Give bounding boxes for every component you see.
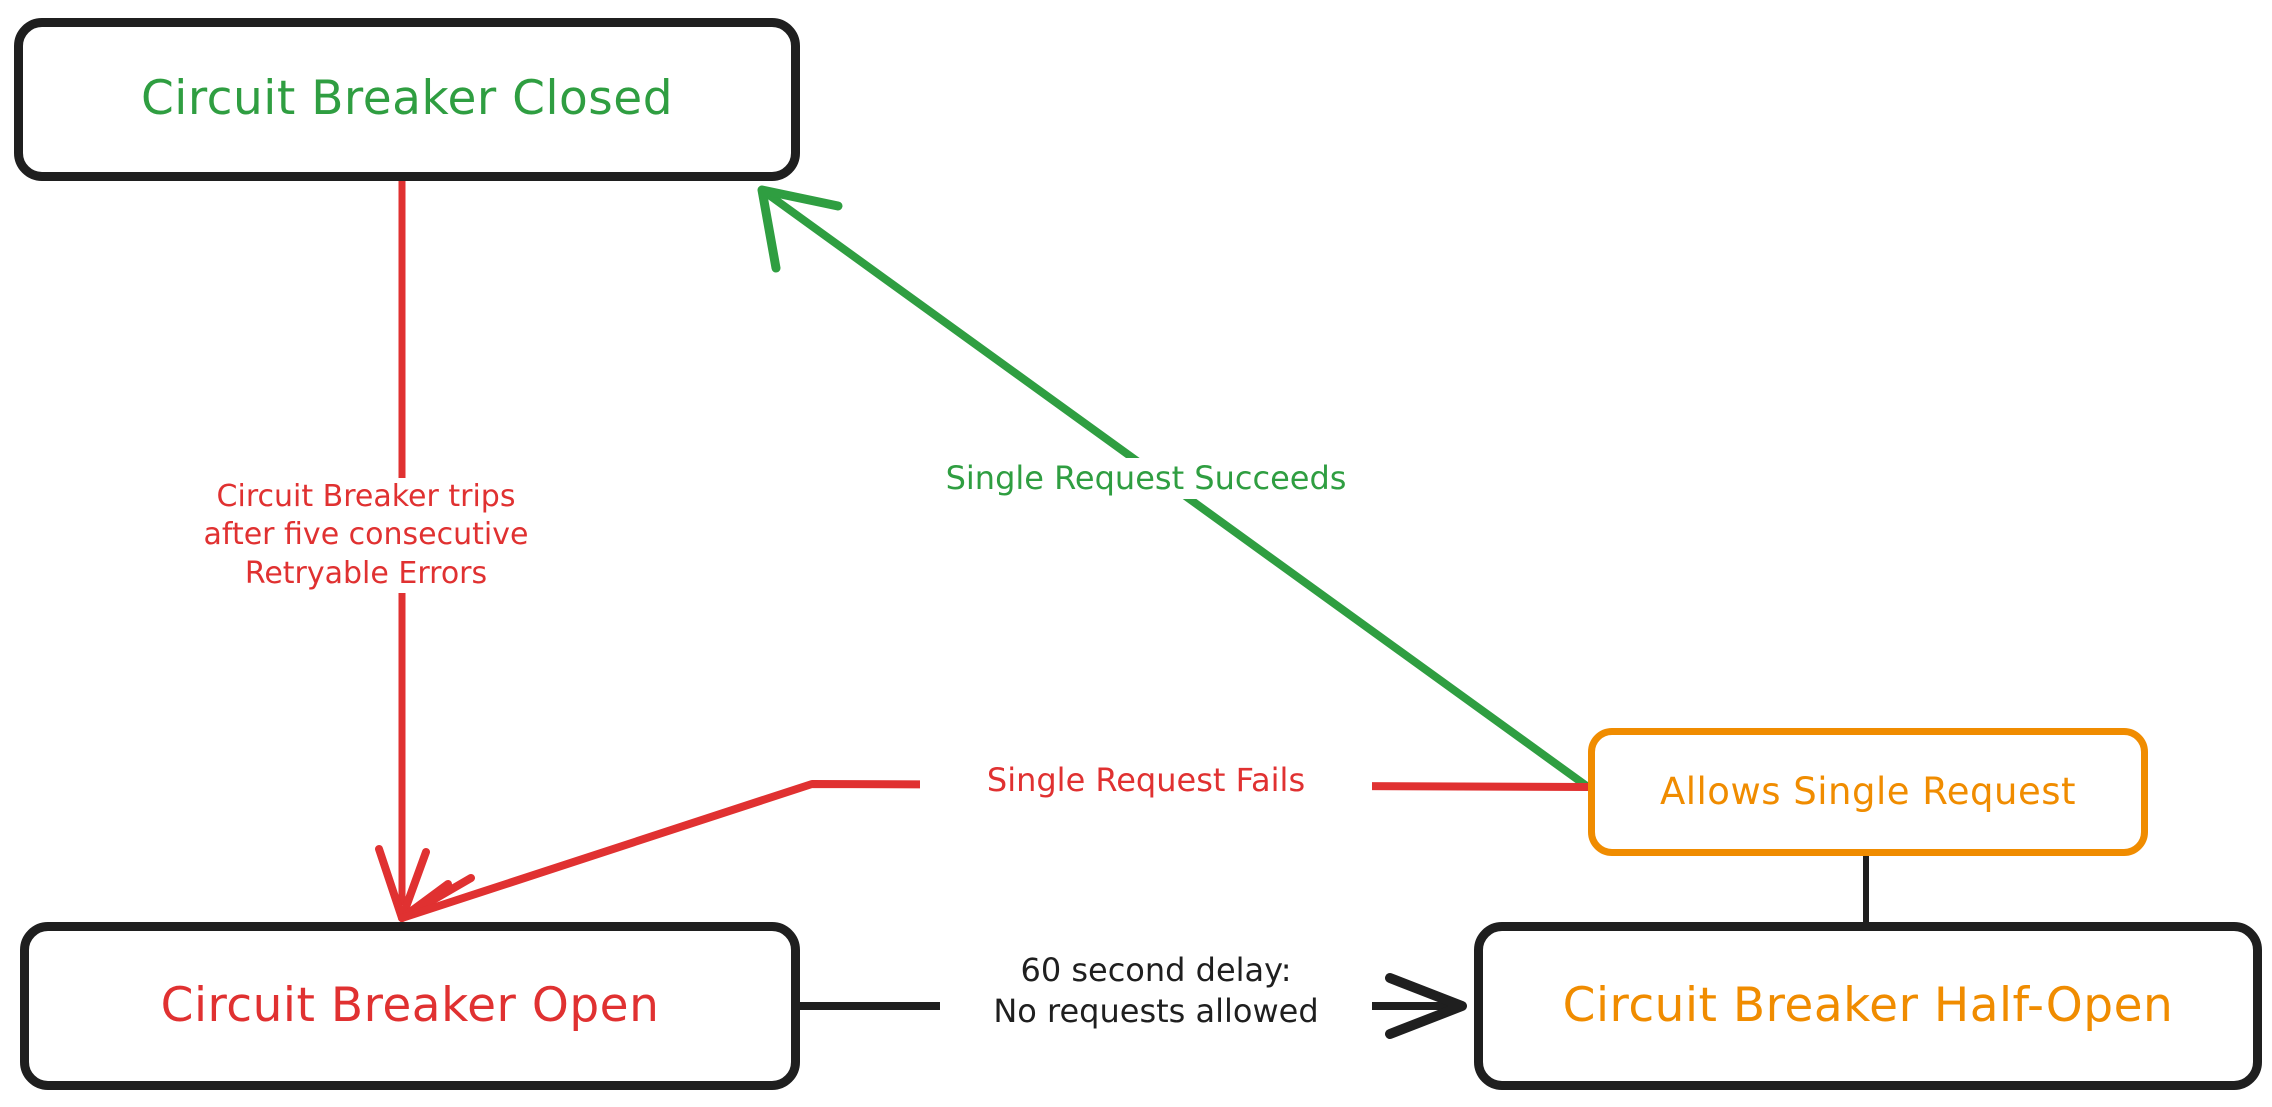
- edge-label-circuit-breaker-trips: Circuit Breaker trips after five consecu…: [150, 478, 582, 594]
- node-circuit-breaker-closed[interactable]: Circuit Breaker Closed: [14, 18, 800, 181]
- node-circuit-breaker-half-open-label: Circuit Breaker Half-Open: [1562, 977, 2174, 1033]
- node-circuit-breaker-open[interactable]: Circuit Breaker Open: [20, 922, 800, 1090]
- edge-label-single-request-fails: Single Request Fails: [920, 760, 1372, 801]
- node-allows-single-request-label: Allows Single Request: [1659, 769, 2077, 813]
- node-circuit-breaker-open-label: Circuit Breaker Open: [160, 977, 660, 1033]
- node-allows-single-request[interactable]: Allows Single Request: [1588, 728, 2148, 856]
- edge-label-60-second-delay: 60 second delay: No requests allowed: [940, 950, 1372, 1032]
- node-circuit-breaker-half-open[interactable]: Circuit Breaker Half-Open: [1474, 922, 2262, 1090]
- edge-label-single-request-succeeds: Single Request Succeeds: [880, 458, 1412, 499]
- node-circuit-breaker-closed-label: Circuit Breaker Closed: [140, 71, 674, 127]
- edge-allows-to-open: [398, 780, 1592, 922]
